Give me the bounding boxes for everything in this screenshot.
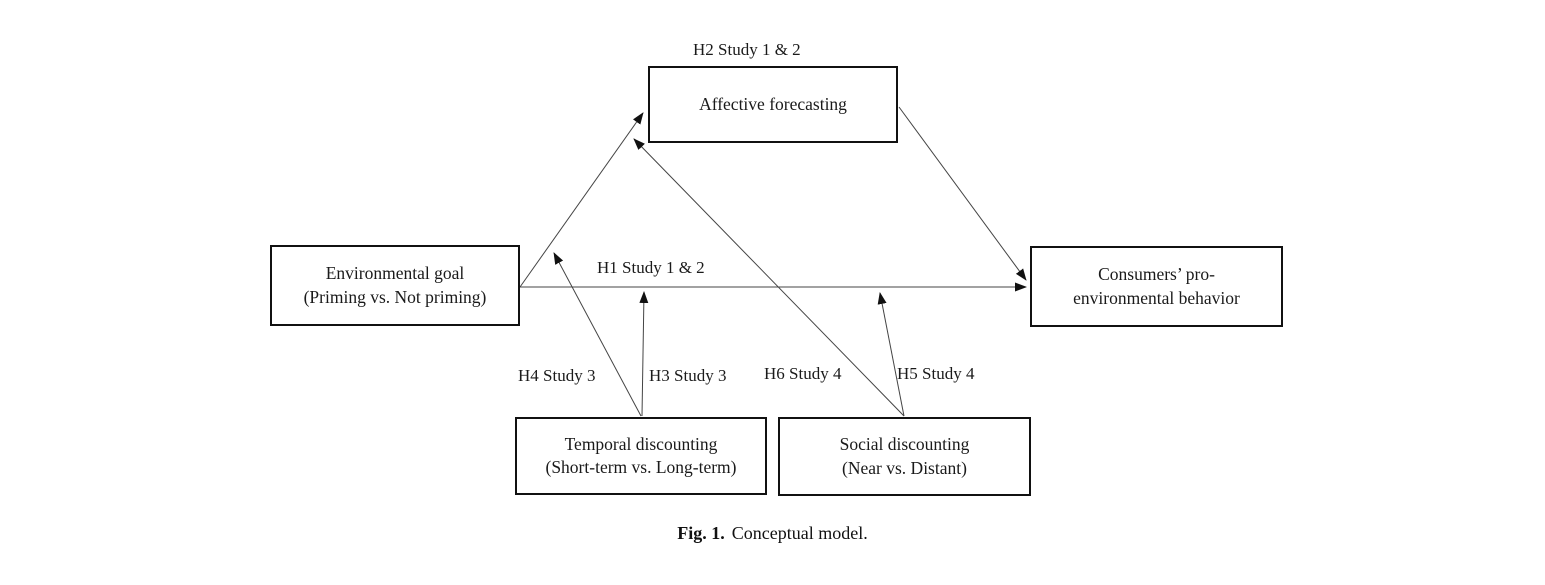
edge-label-h5: H5 Study 4 bbox=[897, 364, 975, 383]
arrow-affective-to-consumers bbox=[898, 106, 1027, 281]
arrow-social-moderates-env-affective bbox=[633, 138, 905, 417]
arrow-temporal-moderates-env-affective bbox=[553, 252, 642, 417]
node-temporal-discounting: Temporal discounting (Short-term vs. Lon… bbox=[515, 417, 767, 495]
arrow-social-moderates-env-consumers bbox=[877, 292, 905, 417]
node-affective-forecasting: Affective forecasting bbox=[648, 66, 898, 143]
edge-label-h2: H2 Study 1 & 2 bbox=[693, 40, 801, 59]
node-label-line2: environmental behavior bbox=[1073, 287, 1240, 308]
node-label-line2: (Short-term vs. Long-term) bbox=[545, 457, 737, 477]
edge-label-h4: H4 Study 3 bbox=[518, 366, 596, 385]
node-label-line2: (Priming vs. Not priming) bbox=[303, 286, 487, 307]
arrow-env-to-affective bbox=[519, 112, 644, 288]
node-label-line1: Consumers’ pro- bbox=[1098, 264, 1215, 285]
figure-caption-text: Conceptual model. bbox=[731, 523, 868, 543]
figure-caption-label: Fig. 1. bbox=[677, 523, 725, 543]
edge-label-h3: H3 Study 3 bbox=[649, 366, 727, 385]
node-label-line1: Environmental goal bbox=[325, 263, 465, 284]
node-consumers-pro-environmental-behavior: Consumers’ pro- environmental behavior bbox=[1030, 246, 1283, 327]
node-label: Affective forecasting bbox=[699, 93, 847, 114]
edge-label-h1: H1 Study 1 & 2 bbox=[597, 258, 705, 277]
node-social-discounting: Social discounting (Near vs. Distant) bbox=[778, 417, 1031, 496]
node-label-line2: (Near vs. Distant) bbox=[842, 457, 967, 478]
node-label-line1: Social discounting bbox=[839, 434, 970, 455]
figure-caption: Fig. 1. Conceptual model. bbox=[0, 523, 1545, 544]
node-environmental-goal: Environmental goal (Priming vs. Not prim… bbox=[270, 245, 520, 326]
edge-label-h6: H6 Study 4 bbox=[764, 364, 842, 383]
node-label-line1: Temporal discounting bbox=[564, 433, 718, 454]
arrow-temporal-moderates-env-consumers bbox=[639, 291, 649, 417]
